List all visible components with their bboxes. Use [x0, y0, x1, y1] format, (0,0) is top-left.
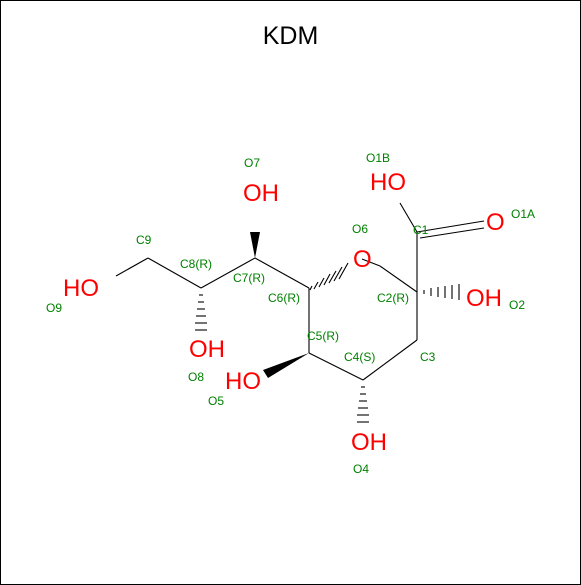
- label-o5: O5: [208, 394, 224, 408]
- atom-ho-acid: HO: [370, 169, 406, 196]
- bond-c1-o1a-b: [419, 227, 485, 239]
- bond-c3-c4: [362, 339, 418, 381]
- label-c1: C1: [413, 223, 429, 237]
- label-c3: C3: [420, 350, 436, 364]
- atom-oh-o8: OH: [189, 336, 225, 363]
- label-o1b: O1B: [366, 151, 390, 165]
- bond-c1-o1b: [399, 202, 418, 233]
- label-o2: O2: [509, 298, 525, 312]
- hash-c2-o2: [423, 284, 460, 300]
- bond-c7-c8: [200, 257, 256, 289]
- atom-oh-o2: OH: [466, 285, 502, 312]
- hash-c8-o8: [195, 294, 207, 331]
- wedge-c7-o7: [250, 232, 260, 258]
- bond-c9-o9: [115, 257, 149, 277]
- bond-c2-o6-line: [379, 265, 418, 293]
- label-o6: O6: [352, 222, 368, 236]
- label-c6: C6(R): [268, 291, 300, 305]
- label-o9: O9: [46, 301, 62, 315]
- label-c2: C2(R): [377, 291, 409, 305]
- atom-o-carbonyl: O: [486, 209, 505, 236]
- label-o1a: O1A: [511, 207, 535, 221]
- atom-ho-o9: HO: [63, 275, 99, 302]
- label-o4: O4: [353, 462, 369, 476]
- label-c5: C5(R): [307, 329, 339, 343]
- wedge-c5-o5: [263, 353, 309, 378]
- atom-o-ring: O: [353, 246, 372, 273]
- label-c8: C8(R): [180, 257, 212, 271]
- bond-c6-c7: [254, 257, 310, 289]
- bond-c1-o1a-a: [416, 220, 485, 233]
- atom-oh-o7: OH: [243, 180, 279, 207]
- hash-c4-o4: [357, 386, 369, 423]
- label-c4: C4(S): [344, 350, 375, 364]
- label-o8: O8: [188, 370, 204, 384]
- atom-ho-o5: HO: [225, 368, 261, 395]
- label-c9: C9: [136, 233, 152, 247]
- label-o7: O7: [244, 156, 260, 170]
- label-c7: C7(R): [233, 271, 265, 285]
- bond-c8-c9: [147, 257, 202, 289]
- hash-c6-o6: [309, 262, 349, 291]
- molecule-title: KDM: [262, 22, 319, 50]
- atom-oh-o4: OH: [351, 429, 387, 456]
- bond-o6-c2: [361, 258, 381, 267]
- bond-c4-c5: [308, 352, 364, 381]
